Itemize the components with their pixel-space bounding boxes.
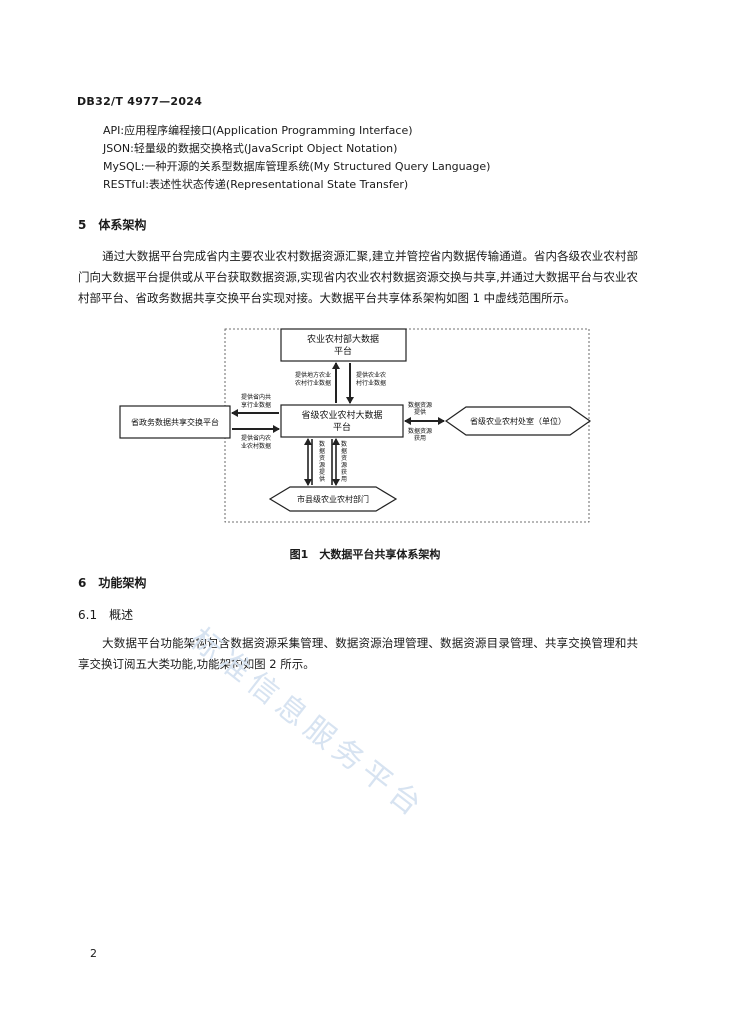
architecture-diagram: 农业农村部大数据 平台 提供地方农业 农村行业数据 提供农业农 村行业数据 省级… (119, 328, 592, 523)
city-left-char-1: 数 (319, 440, 325, 448)
gov-exchange-platform-box (119, 405, 231, 439)
gov-top-label-1: 提供省内共 (241, 393, 271, 401)
city-left-char-3: 资 (319, 454, 325, 462)
section-5-paragraph: 通过大数据平台完成省内主要农业农村数据资源汇聚,建立并管控省内数据传输通道。省内… (78, 246, 638, 309)
ministry-label-line1: 农业农村部大数据 (307, 333, 379, 345)
ministry-platform-box (280, 328, 407, 362)
provincial-label-line2: 平台 (333, 421, 351, 433)
from-ministry-label-2: 村行业数据 (356, 379, 386, 387)
page-number: 2 (90, 947, 97, 960)
city-right-char-5: 获 (341, 468, 347, 476)
section-5-heading: 5 体系架构 (78, 218, 147, 232)
city-left-char-5: 提 (319, 468, 325, 476)
to-ministry-label-1: 提供地方农业 (295, 371, 331, 379)
city-left-char-2: 据 (319, 447, 325, 455)
department-label: 省级农业农村处室（单位） (470, 416, 566, 426)
section-6-heading: 6 功能架构 (78, 576, 147, 590)
gov-exchange-label: 省政务数据共享交换平台 (131, 417, 219, 427)
gov-top-label-2: 享行业数据 (241, 401, 271, 409)
dept-bottom-label-2: 获用 (414, 434, 426, 442)
city-right-char-1: 数 (341, 440, 347, 448)
city-county-department-hexagon (268, 486, 398, 512)
to-ministry-label-2: 农村行业数据 (295, 379, 331, 387)
gov-bottom-label-1: 提供省内农 (241, 434, 271, 442)
provincial-platform-box (280, 404, 404, 438)
document-id: DB32/T 4977—2024 (77, 95, 203, 108)
city-right-char-3: 资 (341, 454, 347, 462)
dept-top-label-2: 提供 (414, 408, 426, 416)
dept-top-label-1: 数据资源 (408, 401, 432, 409)
section-6-paragraph-text: 大数据平台功能架构包含数据资源采集管理、数据资源治理管理、数据资源目录管理、共享… (78, 636, 638, 671)
gov-bottom-label-2: 业农村数据 (241, 442, 271, 450)
abbreviation-json: JSON:轻量级的数据交换格式(JavaScript Object Notati… (103, 142, 398, 155)
provincial-department-hexagon (444, 406, 592, 436)
figure-1-caption: 图1 大数据平台共享体系架构 (289, 548, 441, 561)
dept-bottom-label-1: 数据资源 (408, 427, 432, 435)
section-5-paragraph-text: 通过大数据平台完成省内主要农业农村数据资源汇聚,建立并管控省内数据传输通道。省内… (78, 249, 638, 305)
city-left-char-4: 源 (319, 461, 325, 469)
ministry-label-line2: 平台 (334, 345, 352, 357)
city-right-char-2: 据 (341, 447, 347, 455)
provincial-label-line1: 省级农业农村大数据 (301, 409, 382, 421)
city-label: 市县级农业农村部门 (297, 494, 369, 504)
section-6-paragraph: 大数据平台功能架构包含数据资源采集管理、数据资源治理管理、数据资源目录管理、共享… (78, 633, 638, 675)
city-right-char-6: 用 (341, 476, 347, 483)
section-6-1-heading: 6.1 概述 (78, 608, 134, 622)
city-left-char-6: 供 (319, 475, 325, 483)
abbreviation-restful: RESTful:表述性状态传递(Representational State T… (103, 178, 409, 191)
abbreviation-api: API:应用程序编程接口(Application Programming Int… (103, 124, 413, 137)
abbreviation-mysql: MySQL:一种开源的关系型数据库管理系统(My Structured Quer… (103, 160, 491, 173)
from-ministry-label-1: 提供农业农 (356, 371, 386, 379)
city-right-char-4: 源 (341, 461, 347, 469)
figure-1-diagram: 农业农村部大数据 平台 提供地方农业 农村行业数据 提供农业农 村行业数据 省级… (78, 327, 638, 532)
